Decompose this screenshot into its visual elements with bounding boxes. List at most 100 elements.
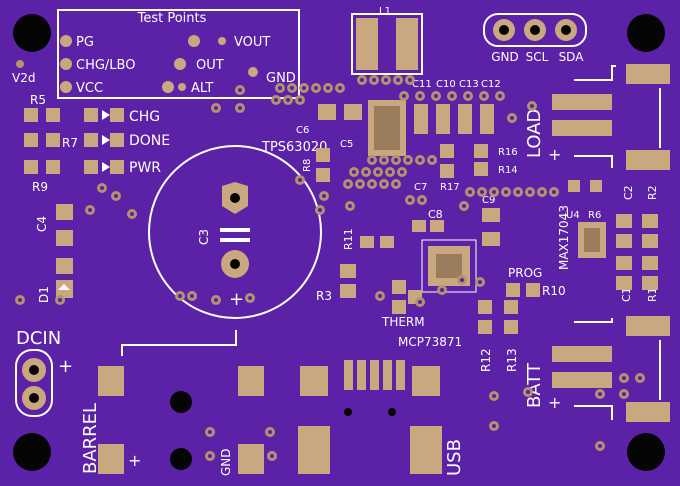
- ref-r3: R3: [316, 289, 332, 303]
- via-hole: [384, 78, 388, 82]
- via-hole: [492, 424, 496, 428]
- via-hole: [378, 294, 382, 298]
- via-hole: [418, 300, 422, 304]
- via-hole: [286, 98, 290, 102]
- via-hole: [270, 454, 274, 458]
- tp-pad-alt-b: [178, 83, 186, 91]
- mounting-holes: [13, 14, 665, 471]
- tp-label-vout: VOUT: [234, 35, 270, 50]
- test-points-title: Test Points: [137, 11, 207, 26]
- cap-row-top: C11 C10 C13 C12: [412, 79, 501, 134]
- via-hole: [598, 392, 602, 396]
- via-hole: [400, 170, 404, 174]
- chip-label-tps: TPS63020: [261, 140, 327, 155]
- via-hole: [638, 376, 642, 380]
- via-hole: [214, 298, 218, 302]
- via-hole: [274, 98, 278, 102]
- ref-r2: R2: [646, 185, 659, 200]
- label-dcin: DCIN: [16, 328, 61, 349]
- ref-c11: C11: [412, 79, 432, 90]
- via-hole: [388, 170, 392, 174]
- via-hole: [352, 170, 356, 174]
- led-pwr-pad-b: [110, 160, 124, 174]
- via-hole: [18, 298, 22, 302]
- via-hole: [480, 190, 484, 194]
- via-hole: [530, 104, 534, 108]
- via-hole: [290, 86, 294, 90]
- via-hole: [406, 158, 410, 162]
- i2c-header: GND SCL SDA: [483, 13, 587, 64]
- via-hole: [552, 190, 556, 194]
- via-hole: [408, 198, 412, 202]
- via-hole: [440, 288, 444, 292]
- test-points-block: Test Points PG CHG/LBO VCC VOUT OUT ALT …: [57, 9, 300, 99]
- via-hole: [372, 78, 376, 82]
- header-label-scl: SCL: [526, 50, 549, 64]
- ref-r11: R11: [342, 228, 355, 250]
- ref-r6: R6: [588, 210, 601, 221]
- label-usb: USB: [444, 439, 465, 476]
- via-hole: [482, 94, 486, 98]
- via-hole: [88, 208, 92, 212]
- header-label-sda: SDA: [559, 50, 585, 64]
- via-hole: [622, 392, 626, 396]
- via-hole: [376, 170, 380, 174]
- via-hole: [314, 86, 318, 90]
- tp-pad-vout-a: [188, 35, 200, 47]
- via-hole: [178, 294, 182, 298]
- via-hole: [278, 86, 282, 90]
- via-hole: [326, 86, 330, 90]
- led-group: V2d R5 R7 R9 CHG DONE PWR: [12, 60, 170, 194]
- ref-v2d: V2d: [12, 71, 35, 85]
- ref-r12: R12: [479, 348, 493, 372]
- via-hole: [382, 182, 386, 186]
- ref-c5: C5: [340, 139, 353, 150]
- ref-r5: R5: [30, 93, 46, 107]
- via-hole: [408, 78, 412, 82]
- via: [16, 60, 24, 68]
- via-hole: [248, 296, 252, 300]
- ref-r10: R10: [542, 284, 566, 298]
- batt-connector: BATT +: [524, 316, 670, 422]
- label-therm: THERM: [381, 315, 425, 329]
- via-hole: [302, 86, 306, 90]
- tp-label-pg: PG: [76, 35, 94, 50]
- label-batt: BATT: [524, 362, 545, 408]
- tp-label-chg-lbo: CHG/LBO: [76, 58, 135, 73]
- ref-c9: C9: [482, 195, 495, 206]
- via-hole: [468, 190, 472, 194]
- via-hole: [478, 280, 482, 284]
- inductor-l1: L1: [351, 6, 423, 75]
- via-hole: [402, 94, 406, 98]
- ref-d1: D1: [37, 286, 51, 303]
- via-hole: [450, 94, 454, 98]
- led-pwr-icon: [102, 162, 110, 172]
- via-hole: [114, 194, 118, 198]
- ref-c3: C3: [197, 229, 211, 245]
- header-label-gnd: GND: [491, 50, 519, 64]
- via-hole: [130, 212, 134, 216]
- dcin-plus: +: [58, 356, 73, 377]
- via-hole: [492, 190, 496, 194]
- via-hole: [346, 182, 350, 186]
- via-hole: [382, 158, 386, 162]
- tp-pad-pg: [60, 35, 72, 47]
- ref-r17: R17: [440, 182, 460, 193]
- via-hole: [268, 430, 272, 434]
- ref-r1: R1: [646, 287, 659, 302]
- via-hole: [430, 158, 434, 162]
- led-label-chg: CHG: [129, 109, 160, 125]
- via-hole: [418, 158, 422, 162]
- mounting-hole-bottom-right: [627, 433, 665, 471]
- led-chg-icon: [102, 110, 110, 120]
- via-hole: [298, 178, 302, 182]
- ref-c12: C12: [481, 79, 501, 90]
- via-hole: [100, 186, 104, 190]
- tp-label-gnd: GND: [266, 71, 296, 86]
- via-hole: [358, 182, 362, 186]
- via-hole: [348, 204, 352, 208]
- via-hole: [338, 86, 342, 90]
- led-label-pwr: PWR: [129, 160, 161, 176]
- load-connector: LOAD +: [524, 64, 670, 170]
